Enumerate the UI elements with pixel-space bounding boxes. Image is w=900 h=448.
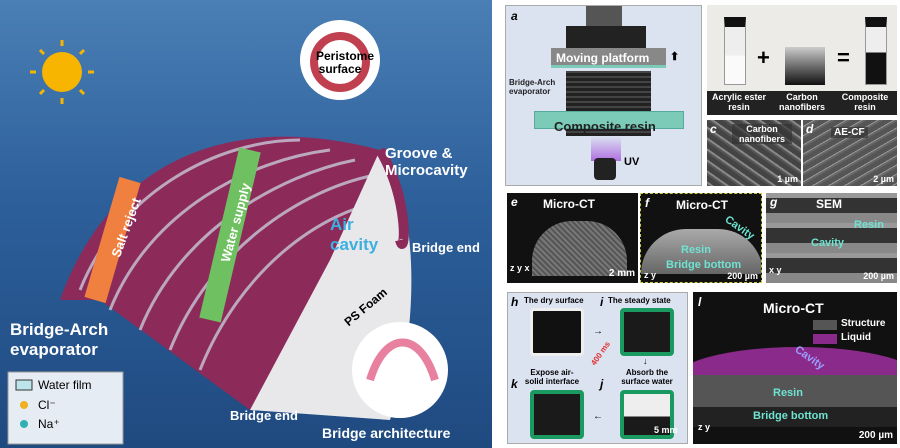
axes-label: z y xyxy=(644,270,657,280)
steady-state-label: The steady state xyxy=(608,296,671,305)
panel-title: Micro-CT xyxy=(676,198,728,212)
panel-title: Micro-CT xyxy=(543,197,595,211)
panel-a: a Moving platform ⬆ Bridge-Arch evaporat… xyxy=(505,5,702,186)
scale-bar: 2 µm xyxy=(873,174,894,184)
panel-letter: f xyxy=(645,196,649,210)
structure-swatch xyxy=(813,320,837,330)
panel-letter: c xyxy=(710,122,717,136)
left-arrow-icon: ← xyxy=(593,411,603,422)
absorb-label: Absorb the surface water xyxy=(621,368,673,386)
scale-bar: 200 µm xyxy=(727,271,758,281)
panel-letter: a xyxy=(511,9,518,23)
panel-d: d AE-CF 2 µm xyxy=(803,120,897,186)
panel-letter: h xyxy=(511,295,519,309)
legend-water-film: Water film xyxy=(38,378,92,392)
arch-drawing xyxy=(7,32,448,445)
composite-resin-label: Composite resin xyxy=(554,119,656,134)
legend-structure: Structure xyxy=(841,318,886,329)
down-arrow-icon: ↓ xyxy=(643,356,648,366)
absorb-photo xyxy=(620,390,674,439)
panel-letter: e xyxy=(511,195,518,209)
plus-sign: + xyxy=(757,45,770,70)
panel-c: c Carbon nanofibers 1 µm xyxy=(707,120,801,186)
evaporator-label: Bridge-Arch evaporator xyxy=(509,78,556,96)
sun-icon xyxy=(42,52,82,92)
uv-lamp-icon xyxy=(594,158,616,180)
arch-surface xyxy=(60,136,405,410)
panel-letter: l xyxy=(698,295,702,309)
groove-label: Groove & Microcavity xyxy=(385,145,468,179)
axes-label: z y x xyxy=(510,263,530,273)
moving-platform-label: Moving platform xyxy=(556,51,650,65)
panel-l: l Micro-CT Structure Liquid Cavity Resin… xyxy=(693,292,897,444)
scale-bar: 200 µm xyxy=(863,271,894,281)
panel-letter: d xyxy=(806,122,814,136)
uv-label: UV xyxy=(624,156,640,168)
right-arrow-icon: → xyxy=(593,326,603,337)
resin-label: Resin xyxy=(773,387,803,399)
water-film-swatch xyxy=(15,379,33,391)
bridge-end-bottom-label: Bridge end xyxy=(230,408,298,423)
axes-label: z y xyxy=(698,422,711,432)
panel-letter: k xyxy=(511,377,518,391)
panel-letter: g xyxy=(770,195,778,209)
salt-reject-arrow xyxy=(84,176,141,304)
cavity-label: Cavity xyxy=(811,237,845,249)
legend-liquid: Liquid xyxy=(841,332,871,343)
expose-label: Expose air-solid interface xyxy=(524,368,580,386)
scale-bar: 5 mm xyxy=(654,425,678,435)
sem-label: AE-CF xyxy=(831,127,868,138)
legend-na: Na⁺ xyxy=(38,417,60,431)
bridge-inset xyxy=(352,322,448,418)
liquid-swatch xyxy=(813,334,837,344)
water-supply-arrow xyxy=(199,147,261,323)
evaporator-label: Bridge-Arch evaporator xyxy=(10,320,109,359)
bridge-architecture-label: Bridge architecture xyxy=(322,425,451,441)
composite-label: Composite resin xyxy=(841,92,889,112)
legend-cl: Cl⁻ xyxy=(38,398,56,412)
up-arrow-icon: ⬆ xyxy=(670,51,680,63)
peristome-label: Peristome surface xyxy=(316,49,375,76)
panel-letter: j xyxy=(600,377,604,391)
panel-h-k: h The dry surface i The steady state → 4… xyxy=(507,292,688,444)
resin-label: Resin xyxy=(681,244,711,256)
scale-bar: 2 mm xyxy=(608,268,635,279)
panel-g: g SEM Resin Cavity x y 200 µm xyxy=(766,193,897,283)
scale-bar: 1 µm xyxy=(777,174,798,184)
bridge-bottom-label: Bridge bottom xyxy=(753,410,829,422)
air-cavity-label: Air cavity xyxy=(330,215,379,254)
bridge-bottom-label: Bridge bottom xyxy=(666,259,742,271)
resin-label: Resin xyxy=(854,219,884,231)
bridge-end-top-label: Bridge end xyxy=(412,240,480,255)
evaporator-illustration: Peristome surface Groove & Microcavity S… xyxy=(0,0,492,448)
panel-title: SEM xyxy=(816,197,843,211)
expose-photo xyxy=(530,390,584,439)
sem-label: Carbon nanofibers xyxy=(732,124,792,144)
panel-title: Micro-CT xyxy=(763,300,824,316)
scale-bar: 200 µm xyxy=(858,430,893,441)
carbon-label: Carbon nanofibers xyxy=(778,92,825,112)
time-label: 400 ms xyxy=(589,339,613,368)
acrylic-label: Acrylic ester resin xyxy=(711,92,767,112)
equals-sign: = xyxy=(837,45,850,70)
dry-surface-photo xyxy=(530,308,584,356)
na-marker xyxy=(20,420,28,428)
panel-b: + = Acrylic ester resin Carbon nanofiber… xyxy=(707,5,897,115)
sun-rays xyxy=(30,40,94,104)
steady-state-photo xyxy=(620,308,674,356)
panel-e: e Micro-CT z y x 2 mm xyxy=(507,193,638,283)
panel-f: f Micro-CT Cavity Resin Bridge bottom z … xyxy=(640,193,762,283)
cl-marker xyxy=(20,401,28,409)
panel-letter: i xyxy=(600,295,604,309)
dry-surface-label: The dry surface xyxy=(524,296,584,305)
axes-label: x y xyxy=(769,265,782,275)
